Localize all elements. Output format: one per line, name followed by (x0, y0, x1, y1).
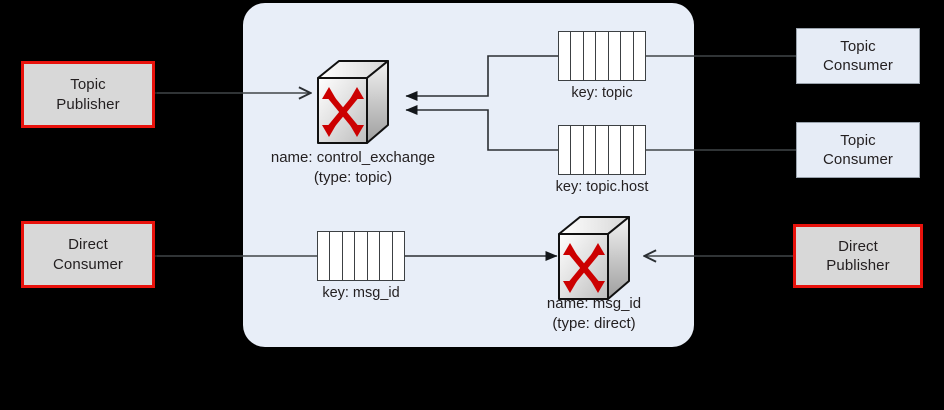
topic-consumer-1-line1: Topic (840, 37, 876, 55)
topic-consumer-2-line2: Consumer (823, 151, 893, 168)
queue-cell (634, 32, 645, 80)
queue-cell (393, 232, 404, 280)
topic-consumer-1-box[interactable]: Topic Consumer (796, 28, 920, 84)
queue-cell (584, 32, 597, 80)
queue-cell (571, 32, 584, 80)
topic-publisher-box[interactable]: Topic Publisher (21, 61, 155, 128)
direct-publisher-line1: Direct (838, 237, 878, 255)
queue-cell (318, 232, 331, 280)
msgid-exchange-name: name: msg_id (546, 295, 642, 312)
queue-cell (571, 126, 584, 174)
topic-consumer-1-line2: Consumer (823, 57, 893, 74)
queue-cell (559, 32, 572, 80)
msgid-exchange-icon[interactable] (554, 213, 634, 305)
queue-msgid-label: key: msg_id (322, 285, 400, 301)
queue-cell (621, 32, 634, 80)
queue-cell (609, 126, 622, 174)
queue-cell (596, 32, 609, 80)
queue-cell (584, 126, 597, 174)
queue-cell (368, 232, 381, 280)
queue-cell (330, 232, 343, 280)
queue-topic[interactable] (558, 31, 646, 81)
control-exchange-name: name: control_exchange (270, 149, 436, 166)
queue-cell (355, 232, 368, 280)
control-exchange-type: (type: topic) (313, 168, 393, 186)
control-exchange-label: name: control_exchange (type: topic) (253, 148, 453, 187)
topic-consumer-2-box[interactable]: Topic Consumer (796, 122, 920, 178)
queue-topic-host[interactable] (558, 125, 646, 175)
direct-publisher-line2: Publisher (826, 257, 890, 274)
queue-topic-label: key: topic (571, 85, 633, 101)
direct-publisher-box[interactable]: Direct Publisher (793, 224, 923, 288)
queue-cell (343, 232, 356, 280)
msgid-exchange-label: name: msg_id (type: direct) (494, 294, 694, 333)
msgid-exchange-type: (type: direct) (552, 314, 636, 332)
topic-consumer-2-line1: Topic (840, 131, 876, 149)
queue-cell (559, 126, 572, 174)
queue-msgid[interactable] (317, 231, 405, 281)
topic-publisher-line1: Topic (70, 76, 106, 93)
queue-cell (609, 32, 622, 80)
topic-publisher-line2: Publisher (56, 95, 120, 113)
queue-topic-host-label: key: topic.host (555, 179, 649, 195)
direct-consumer-line1: Direct (68, 236, 108, 253)
queue-cell (596, 126, 609, 174)
direct-consumer-box[interactable]: Direct Consumer (21, 221, 155, 288)
control-exchange-icon[interactable] (313, 57, 393, 149)
direct-consumer-line2: Consumer (53, 255, 123, 273)
queue-cell (634, 126, 645, 174)
queue-cell (380, 232, 393, 280)
queue-cell (621, 126, 634, 174)
